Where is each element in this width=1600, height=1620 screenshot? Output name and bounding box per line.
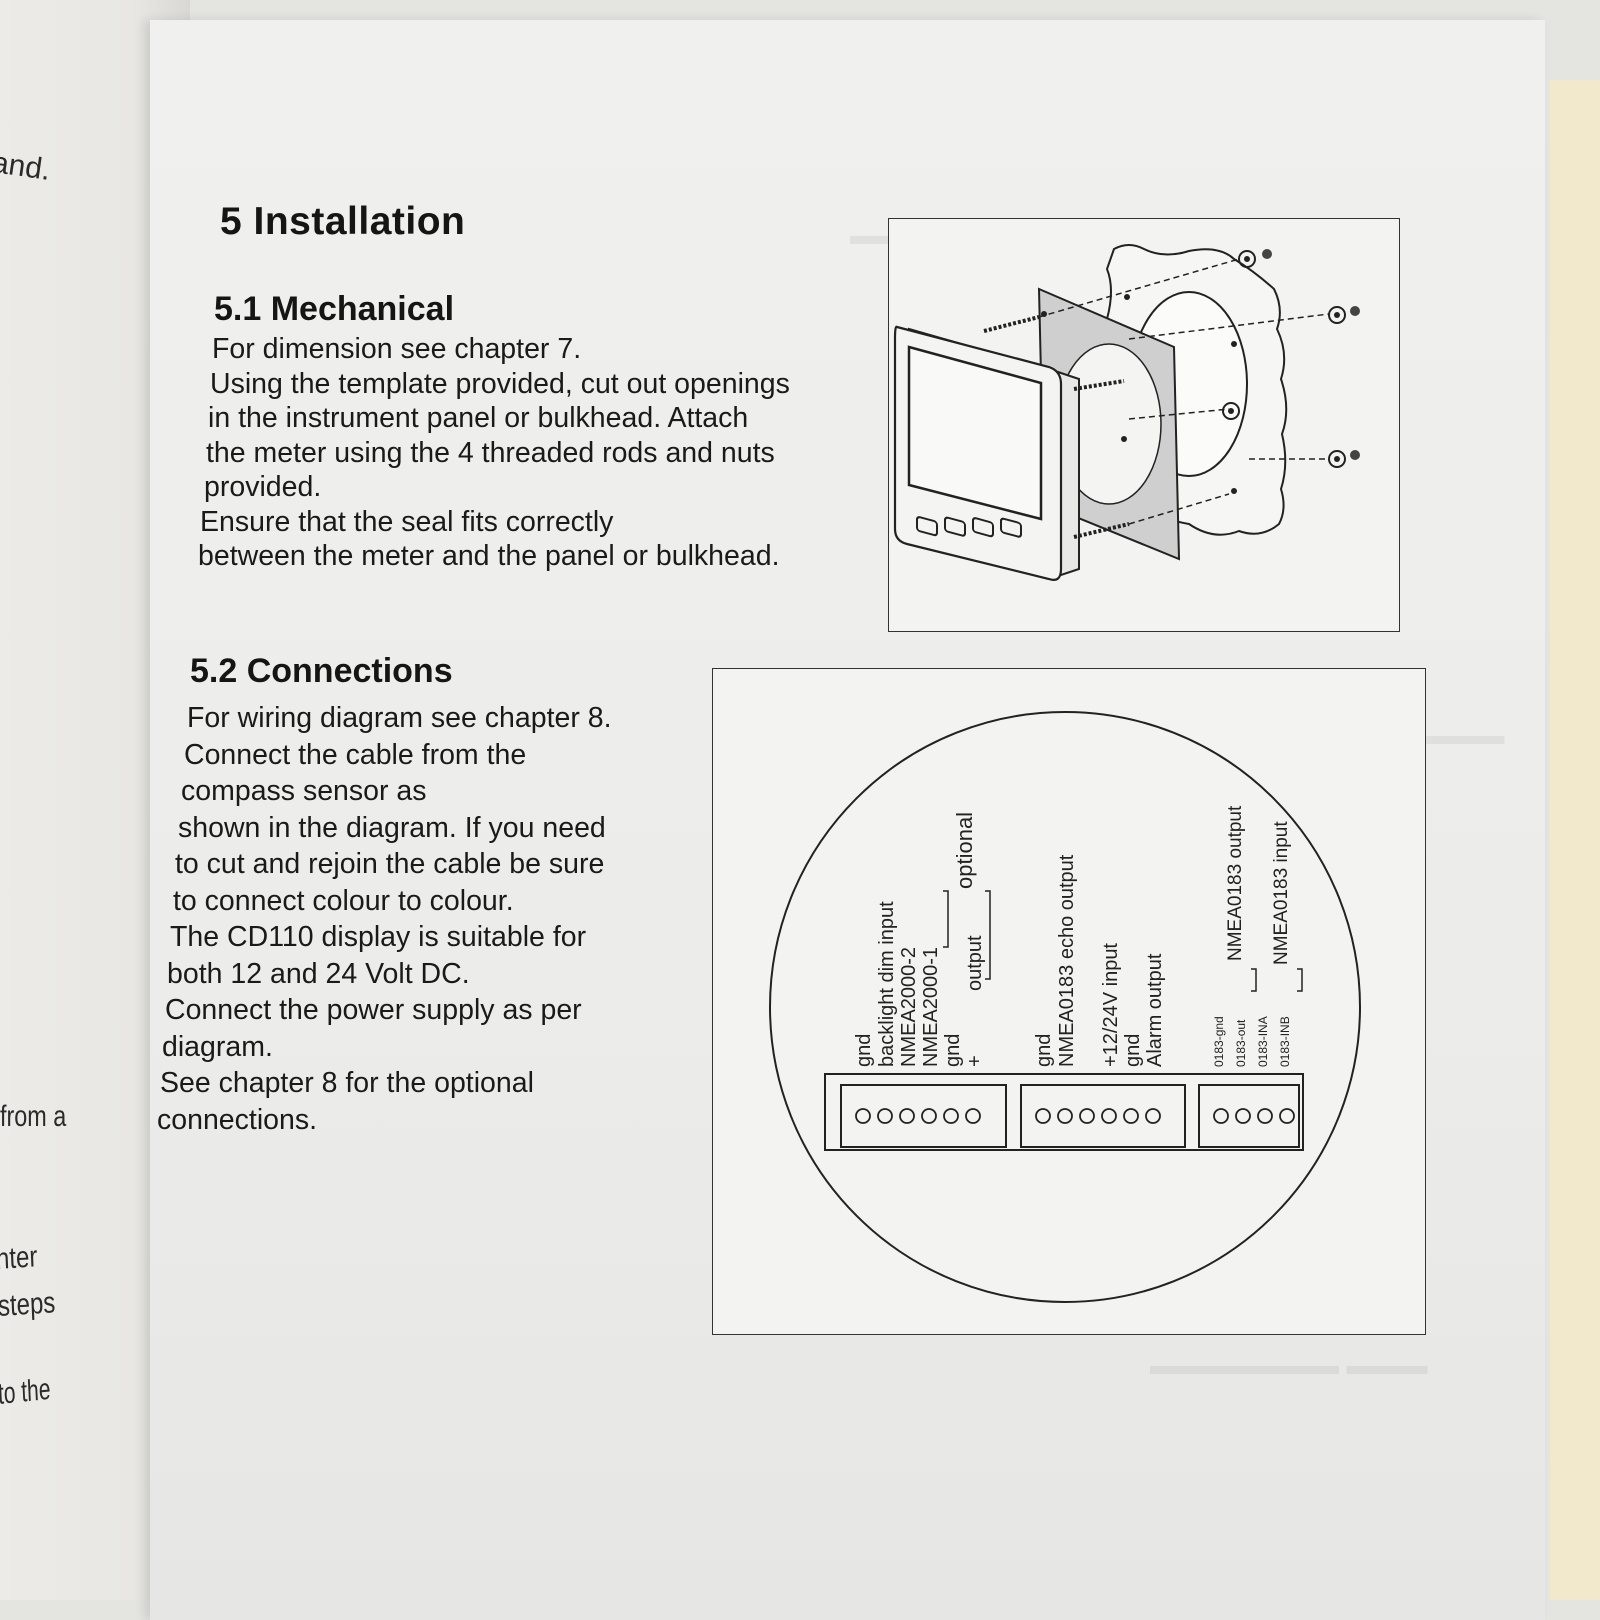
threaded-rod <box>1073 379 1125 391</box>
text-line: to cut and rejoin the cable be sure <box>175 848 605 880</box>
terminal-pins-2 <box>1035 1108 1161 1124</box>
pin-label-small: 0183-INA <box>1256 1016 1270 1067</box>
nmea0183-input-label: NMEA0183 input <box>1271 821 1292 965</box>
pin-label-small: 0183-out <box>1234 1019 1248 1067</box>
terminal-pins-3 <box>1213 1108 1295 1124</box>
meter-key <box>944 516 966 537</box>
text-line: Connect the cable from the <box>184 738 527 771</box>
housing-circle <box>769 711 1361 1303</box>
text-line: between the meter and the panel or bulkh… <box>198 540 780 572</box>
bracket <box>1297 968 1303 992</box>
text-line: connections. <box>157 1103 318 1136</box>
text-line: both 12 and 24 Volt DC. <box>167 957 470 990</box>
text-line: compass sensor as <box>181 775 427 807</box>
section-title: 5 Installation <box>220 200 466 243</box>
mount-hole <box>1231 488 1237 494</box>
terminal-block-3 <box>1198 1084 1300 1148</box>
pin-label: NMEA2000-2 <box>898 947 920 1067</box>
text-line: For wiring diagram see chapter 8. <box>187 702 612 734</box>
pin-label-small: 0183-INB <box>1278 1016 1292 1067</box>
text-line: the meter using the 4 threaded rods and … <box>206 436 775 469</box>
pin-label: backlight dim input <box>876 901 898 1067</box>
alignment-line <box>1128 313 1330 340</box>
bracket <box>985 890 991 980</box>
meter-key <box>916 516 938 537</box>
pin-label: gnd <box>942 1034 964 1067</box>
text-line: Ensure that the seal fits correctly <box>200 505 614 538</box>
text-line: diagram. <box>162 1030 273 1063</box>
meter-key <box>1000 517 1022 538</box>
text-line: in the instrument panel or bulkhead. Att… <box>208 402 749 434</box>
mount-hole <box>1041 311 1047 317</box>
mechanical-text: For dimension see chapter 7. Using the t… <box>198 332 790 574</box>
next-page-edge <box>1550 80 1600 1600</box>
text-line: Using the template provided, cut out ope… <box>210 367 790 400</box>
wiring-diagram: gnd backlight dim input NMEA2000-2 NMEA2… <box>769 711 1361 1303</box>
nut-washer <box>1328 450 1360 468</box>
show-through: ▬▬▬ ▬▬▬▬▬▬▬ <box>1150 1350 1428 1380</box>
mount-hole <box>1231 341 1237 347</box>
connections-text: For wiring diagram see chapter 8. Connec… <box>157 700 612 1138</box>
bracket <box>1251 968 1257 992</box>
left-page-fragment: and. <box>0 146 53 187</box>
alignment-line <box>1038 258 1240 318</box>
text-line: provided. <box>204 471 322 503</box>
pin-label: +12/24V input <box>1100 943 1122 1067</box>
nmea0183-output-label: NMEA0183 output <box>1225 805 1246 961</box>
optional-label: optional <box>952 812 977 889</box>
connections-heading: 5.2 Connections <box>190 652 453 690</box>
bracket <box>943 890 949 948</box>
pin-label: Alarm output <box>1144 953 1166 1067</box>
text-line: The CD110 display is suitable for <box>170 921 587 953</box>
terminal-strip <box>824 1073 1304 1151</box>
mount-hole <box>1124 294 1130 300</box>
output-label: output <box>964 935 986 991</box>
mechanical-heading: 5.1 Mechanical <box>214 290 455 328</box>
nut-washer <box>1238 249 1272 268</box>
left-page-fragment: steps <box>0 1286 56 1323</box>
nut-washer <box>1222 402 1240 420</box>
pin-label: NMEA2000-1 <box>920 947 942 1067</box>
terminal-block-1 <box>840 1084 1007 1148</box>
left-page-fragment: to the <box>0 1372 52 1411</box>
exploded-view-drawing <box>893 244 1360 581</box>
meter-key <box>972 517 994 538</box>
wiring-figure: gnd backlight dim input NMEA2000-2 NMEA2… <box>712 668 1426 1335</box>
meter-screen <box>907 345 1043 521</box>
pin-label: NMEA0183 echo output <box>1056 854 1078 1067</box>
pin-label: gnd <box>853 1034 875 1067</box>
terminal-pins-1 <box>855 1108 981 1124</box>
pin-label: gnd <box>1033 1034 1055 1067</box>
text-line: See chapter 8 for the optional <box>160 1067 534 1099</box>
text-line: shown in the diagram. If you need <box>178 811 606 844</box>
nut-washer <box>1328 306 1360 324</box>
text-line: Connect the power supply as per <box>165 994 582 1026</box>
pin-label: + <box>964 1055 986 1067</box>
mount-hole <box>1121 436 1127 442</box>
mechanical-figure <box>888 218 1400 632</box>
pin-label-small: 0183-gnd <box>1212 1016 1226 1067</box>
terminal-block-2 <box>1020 1084 1186 1148</box>
left-page-fragment: from a <box>0 1100 67 1133</box>
left-page-fragment: nter <box>0 1240 38 1276</box>
pin-label: gnd <box>1122 1034 1144 1067</box>
alignment-line <box>1128 493 1230 525</box>
alignment-line <box>1128 408 1230 420</box>
threaded-rod <box>1073 522 1130 539</box>
text-line: to connect colour to colour. <box>173 884 514 917</box>
threaded-rod <box>983 315 1040 333</box>
text-line: For dimension see chapter 7. <box>212 333 582 365</box>
